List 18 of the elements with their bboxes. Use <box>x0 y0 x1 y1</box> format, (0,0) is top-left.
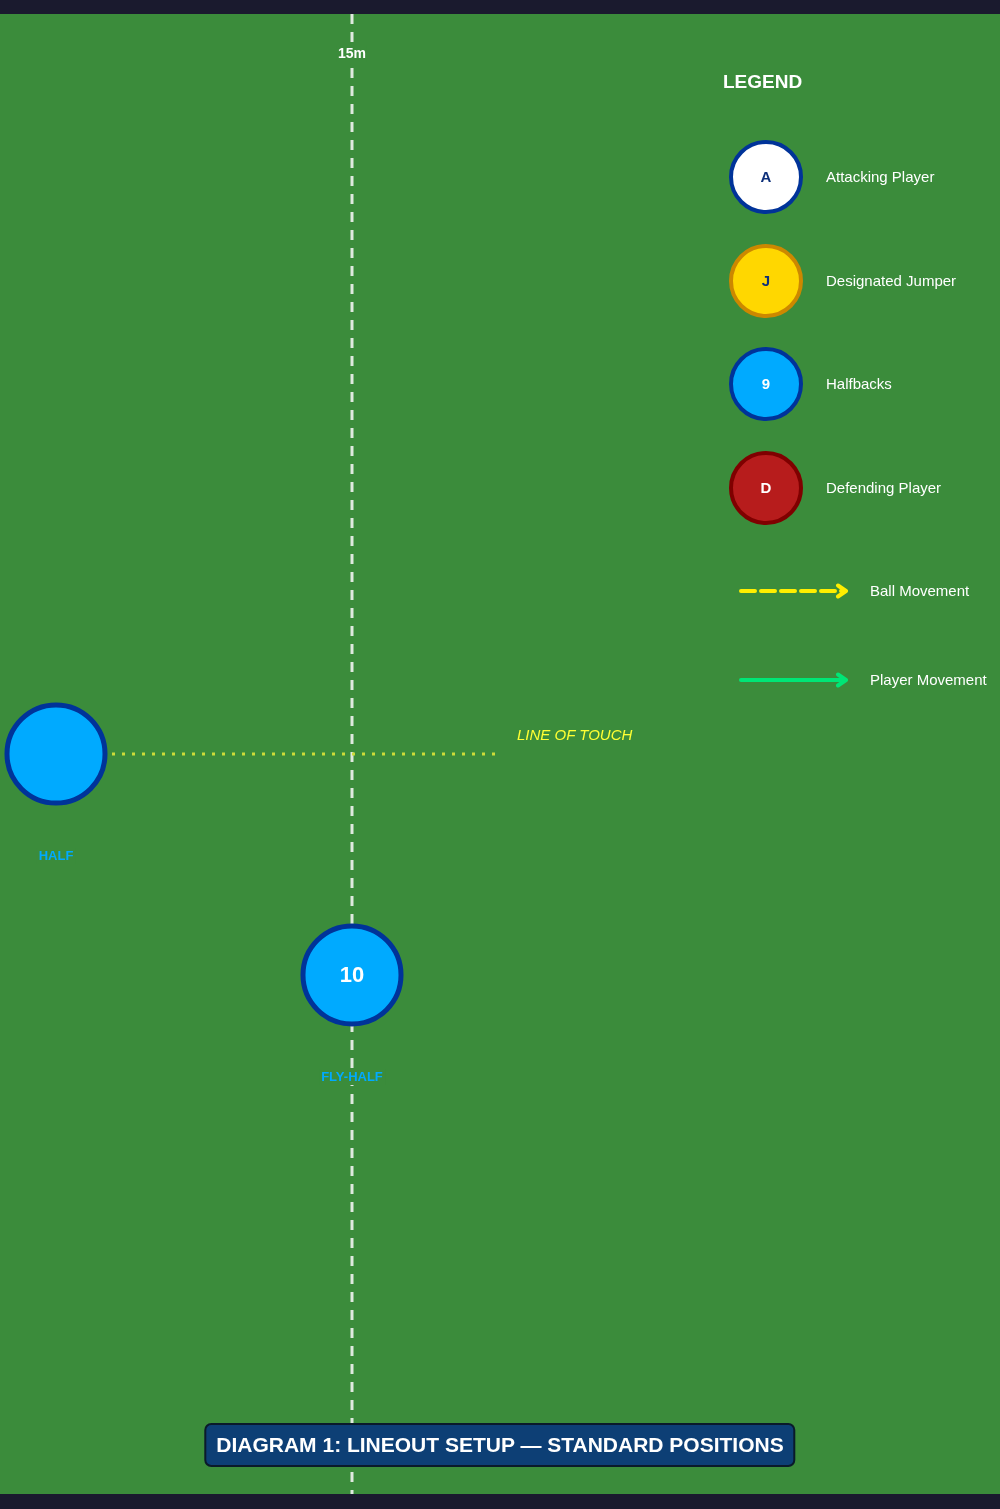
caption-banner: DIAGRAM 1: LINEOUT SETUP — STANDARD POSITIONS <box>204 1423 796 1467</box>
legend-text: Player Movement <box>870 671 987 689</box>
distance-label: 15m <box>337 45 367 62</box>
swatch-letter: A <box>759 168 773 186</box>
legend-heading: LEGEND <box>723 71 803 93</box>
player-number: 10 <box>338 962 366 988</box>
swatch-letter: D <box>759 479 773 497</box>
legend-text: Attacking Player <box>826 168 935 186</box>
swatch-letter: J <box>760 272 772 290</box>
player-circle <box>300 923 404 1027</box>
legend-text: Designated Jumper <box>826 272 957 290</box>
legend-text: Ball Movement <box>870 582 970 600</box>
position-label: FLY-HALF <box>319 1069 385 1085</box>
legend-text: Halfbacks <box>826 375 892 393</box>
legend-text: Defending Player <box>826 479 942 497</box>
line-label: LINE OF TOUCH <box>517 726 633 744</box>
player-circle <box>4 702 108 806</box>
swatch-letter: 9 <box>760 375 772 393</box>
